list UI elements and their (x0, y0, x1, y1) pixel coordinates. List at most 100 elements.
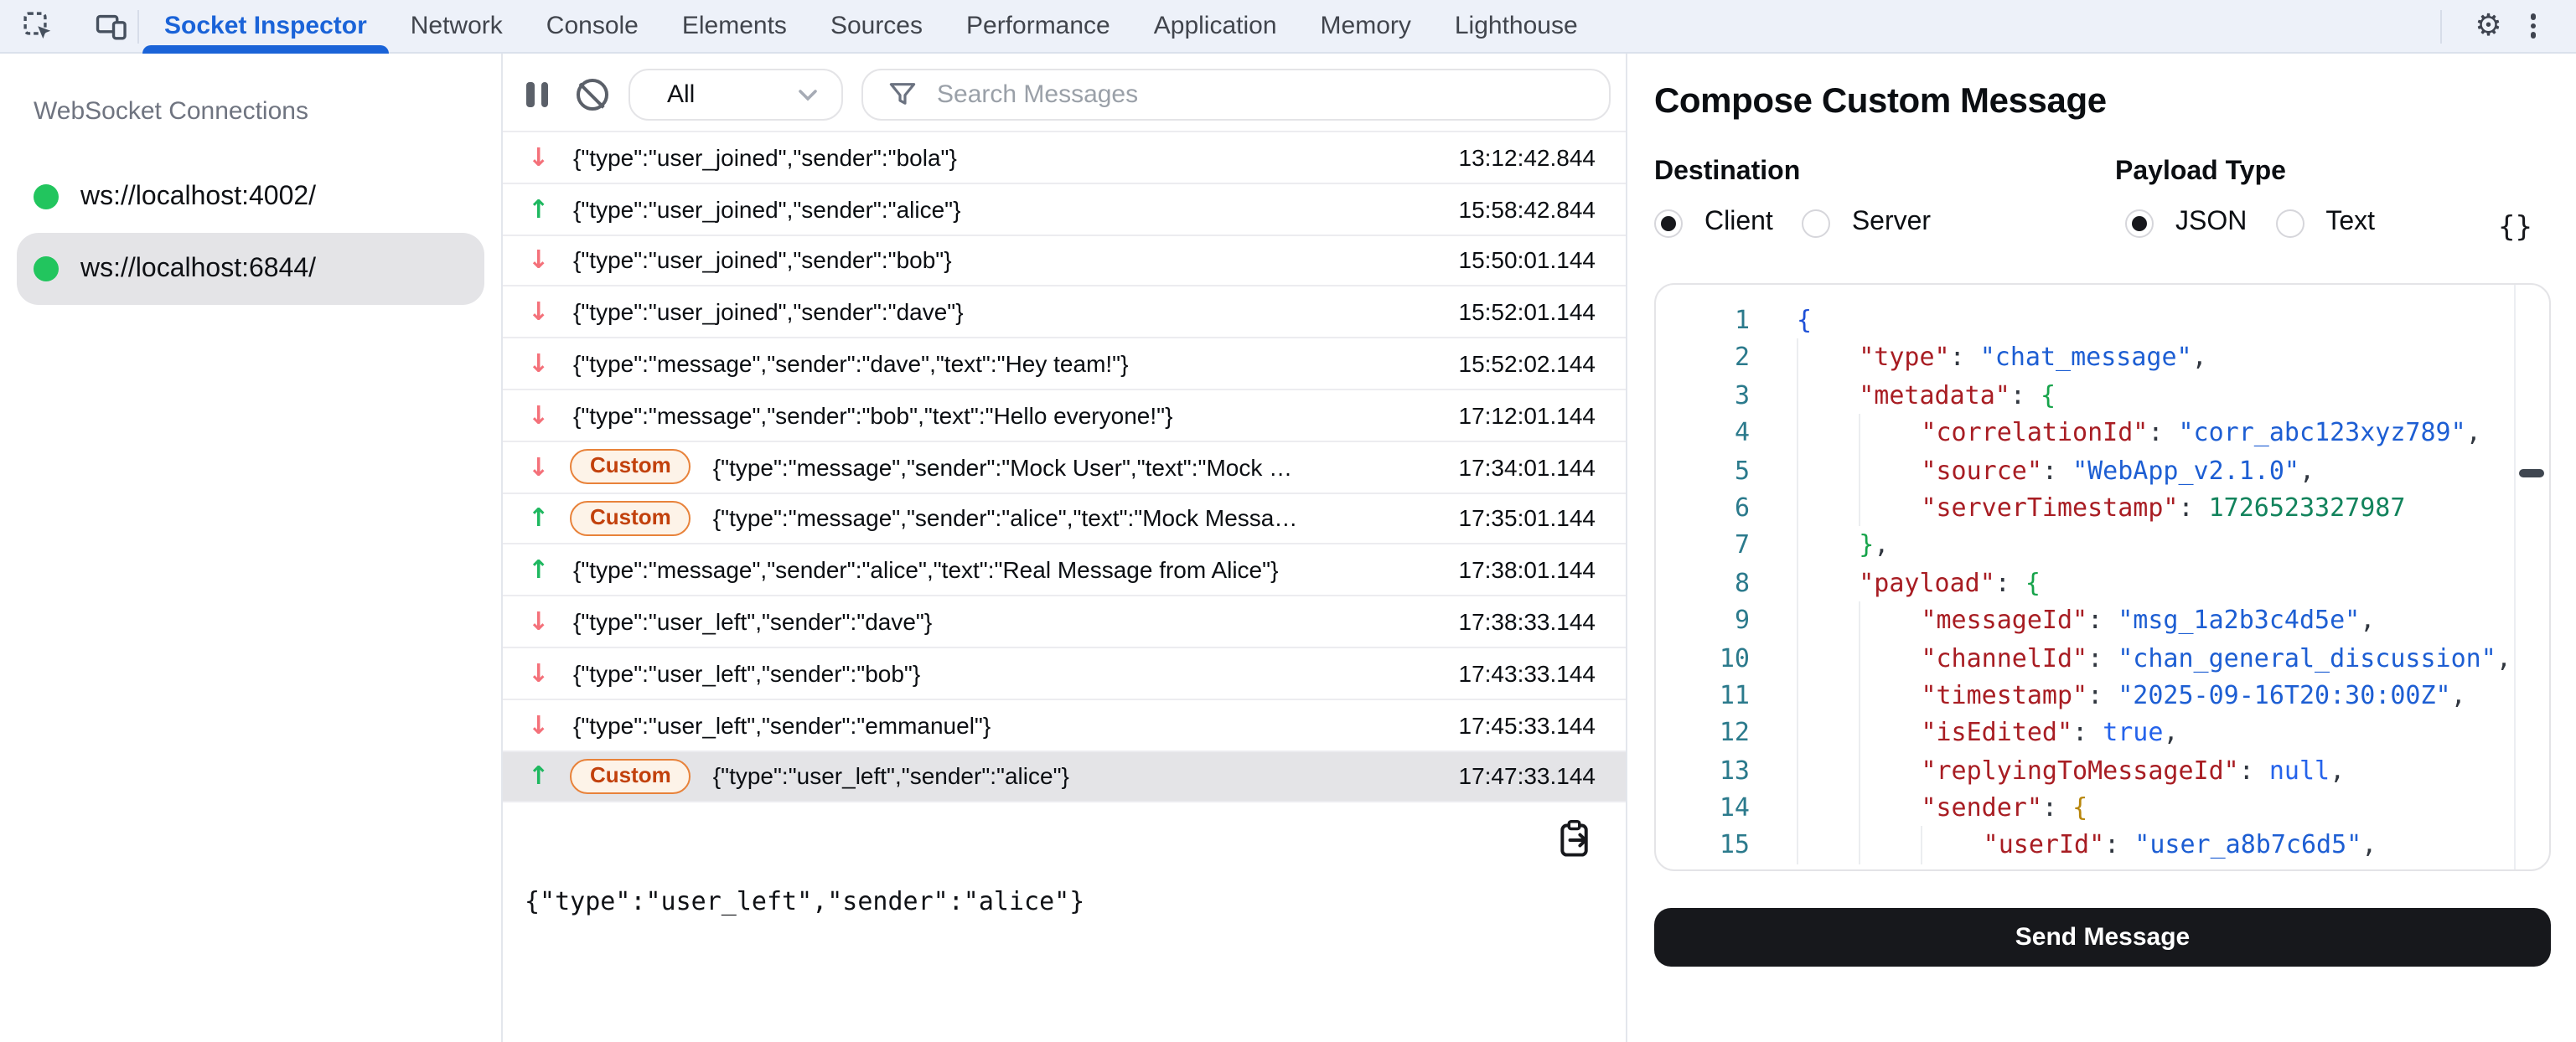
radio-selected-icon (1654, 209, 1683, 237)
line-number: 9 (1734, 605, 1750, 636)
message-timestamp: 17:12:01.144 (1458, 401, 1596, 429)
radio-json[interactable]: JSON (2125, 208, 2247, 238)
tab-sources[interactable]: Sources (830, 12, 923, 40)
code-line: "type": "chat_message", (1797, 338, 2549, 377)
indent-guide (1859, 751, 1921, 790)
message-timestamp: 17:45:33.144 (1458, 711, 1596, 739)
message-text: {"type":"message","sender":"bob","text":… (573, 401, 1173, 429)
indent-guide (1797, 338, 1859, 377)
message-row[interactable]: ↓Custom{"type":"message","sender":"Mock … (503, 442, 1626, 494)
indent-guide (1859, 789, 1921, 827)
connection-item[interactable]: ws://localhost:4002/ (17, 161, 484, 233)
message-row[interactable]: ↓{"type":"user_left","sender":"bob"}17:4… (503, 648, 1626, 700)
indent-guide (1797, 714, 1859, 752)
code-line: "metadata": { (1797, 376, 2549, 415)
message-row[interactable]: ↓{"type":"message","sender":"bob","text"… (503, 390, 1626, 442)
indent-guide (1797, 826, 1859, 864)
message-text: {"type":"message","sender":"alice","text… (573, 556, 1279, 584)
clear-block-icon[interactable] (577, 79, 608, 111)
inspect-element-icon[interactable] (20, 9, 54, 43)
filter-funnel-icon (889, 83, 916, 105)
tab-performance[interactable]: Performance (966, 12, 1110, 40)
compose-title: Compose Custom Message (1654, 82, 2107, 121)
indent-guide (1797, 564, 1859, 602)
message-row[interactable]: ↓{"type":"user_left","sender":"dave"}17:… (503, 596, 1626, 648)
indent-guide (1797, 639, 1859, 677)
direction-sent-icon: ↑ (528, 193, 550, 224)
connection-url: ws://localhost:6844/ (80, 254, 317, 282)
tab-console[interactable]: Console (546, 12, 639, 40)
tab-network[interactable]: Network (410, 12, 503, 40)
indent-guide (1859, 714, 1921, 752)
line-number: 1 (1734, 305, 1750, 335)
radio-client[interactable]: Client (1654, 208, 1773, 238)
direction-received-icon: ↓ (528, 348, 550, 379)
editor-code-area: {"type": "chat_message","metadata": {"co… (1753, 285, 2549, 869)
copy-to-clipboard-icon[interactable] (1555, 819, 1596, 859)
editor-scrollbar-track (2514, 285, 2549, 869)
tab-socket-inspector[interactable]: Socket Inspector (142, 0, 389, 53)
message-row[interactable]: ↑Custom{"type":"user_left","sender":"ali… (503, 751, 1626, 803)
line-number: 14 (1719, 792, 1750, 823)
message-filter-select[interactable]: All (628, 69, 843, 121)
message-row[interactable]: ↓{"type":"user_joined","sender":"dave"}1… (503, 287, 1626, 339)
payload-options: JSON Text (2125, 204, 2375, 241)
radio-server[interactable]: Server (1801, 208, 1932, 238)
connection-item[interactable]: ws://localhost:6844/ (17, 233, 484, 305)
direction-received-icon: ↓ (528, 297, 550, 328)
format-json-button[interactable]: {} (2498, 211, 2532, 245)
direction-sent-icon: ↑ (528, 555, 550, 585)
radio-unselected-icon (1801, 209, 1830, 237)
code-line: "serverTimestamp": 1726523327987 (1797, 488, 2549, 527)
message-row[interactable]: ↑{"type":"user_joined","sender":"alice"}… (503, 184, 1626, 236)
radio-label: Server (1851, 208, 1932, 236)
message-timestamp: 15:50:01.144 (1458, 246, 1596, 274)
code-line: "channelId": "chan_general_discussion", (1797, 639, 2549, 677)
compose-panel: Compose Custom Message Destination Paylo… (1627, 54, 2576, 1042)
message-row[interactable]: ↑Custom{"type":"message","sender":"alice… (503, 493, 1626, 545)
status-connected-icon (34, 184, 59, 209)
indent-guide (1797, 526, 1859, 565)
tab-lighthouse[interactable]: Lighthouse (1454, 12, 1578, 40)
indent-guide (1859, 639, 1921, 677)
message-text: {"type":"user_left","sender":"emmanuel"} (573, 711, 991, 739)
tab-elements[interactable]: Elements (681, 12, 787, 40)
radio-label: Text (2325, 208, 2376, 236)
message-row[interactable]: ↓{"type":"user_joined","sender":"bola"}1… (503, 132, 1626, 184)
direction-received-icon: ↓ (528, 142, 550, 173)
message-row[interactable]: ↓{"type":"user_joined","sender":"bob"}15… (503, 235, 1626, 287)
device-toolbar-icon[interactable] (94, 9, 127, 43)
tabbar-right-controls: ⚙ (2439, 9, 2576, 43)
indent-guide (1859, 488, 1921, 527)
search-input[interactable] (934, 79, 1589, 111)
message-timestamp: 13:12:42.844 (1458, 143, 1596, 171)
message-timestamp: 17:35:01.144 (1458, 504, 1596, 532)
message-timestamp: 15:58:42.844 (1458, 195, 1596, 223)
line-number: 8 (1734, 567, 1750, 598)
indent-guide (1797, 488, 1859, 527)
tab-memory[interactable]: Memory (1320, 12, 1411, 40)
message-text: {"type":"user_left","sender":"dave"} (573, 608, 933, 636)
radio-text[interactable]: Text (2275, 208, 2375, 238)
sidebar-title: WebSocket Connections (34, 97, 308, 126)
connection-list: ws://localhost:4002/ws://localhost:6844/ (17, 161, 484, 305)
gear-icon[interactable]: ⚙ (2475, 8, 2502, 43)
indent-guide (1859, 414, 1921, 452)
message-row[interactable]: ↓{"type":"user_left","sender":"emmanuel"… (503, 700, 1626, 752)
direction-received-icon: ↓ (528, 658, 550, 689)
pause-icon[interactable] (526, 82, 549, 107)
tab-application[interactable]: Application (1153, 12, 1277, 40)
indent-guide (1797, 751, 1859, 790)
message-row[interactable]: ↓{"type":"message","sender":"dave","text… (503, 338, 1626, 390)
messages-panel: All ↓{"type":"user_joined","sender":"bol… (503, 54, 1627, 1042)
indent-guide (1797, 376, 1859, 415)
destination-options: Client Server (1654, 204, 1931, 241)
indent-guide (1859, 601, 1921, 640)
editor-scrollbar-thumb[interactable] (2519, 469, 2544, 477)
send-message-button[interactable]: Send Message (1654, 908, 2551, 967)
kebab-menu-icon[interactable] (2527, 11, 2539, 42)
custom-badge: Custom (570, 449, 691, 485)
message-row[interactable]: ↑ {"type":"message","sender":"alice","tex… (503, 545, 1626, 597)
